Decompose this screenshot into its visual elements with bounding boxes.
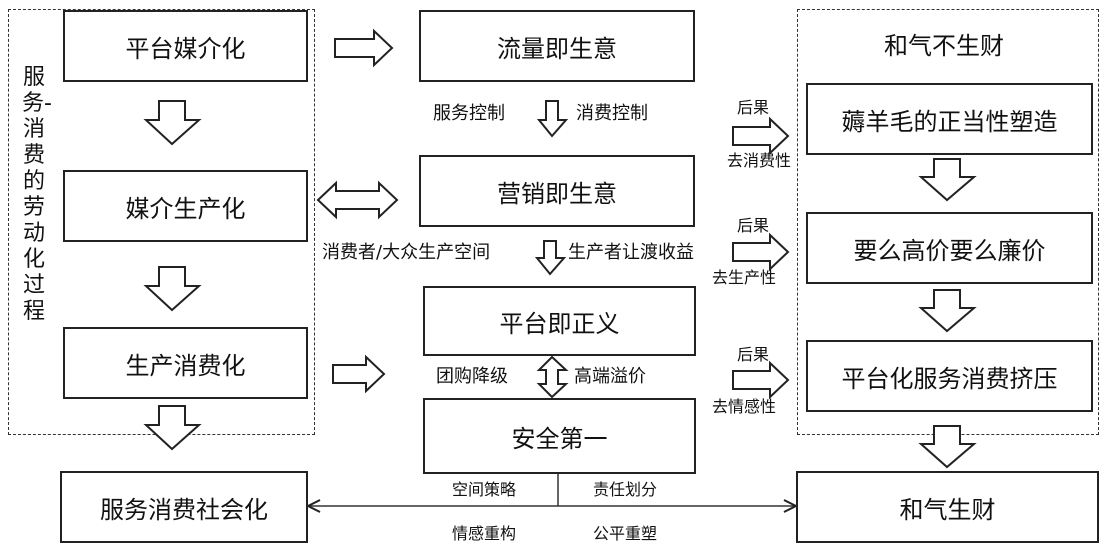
arrow-consequence-2 [732,232,790,272]
label-fair-reshape: 公平重塑 [593,524,658,543]
arrow-down-left-3 [143,405,202,451]
label-producer-benefit: 生产者让渡收益 [568,242,694,263]
consequence-1-top: 后果 [737,98,770,117]
label-group-buy: 团购降级 [436,366,508,387]
arrow-down-right-2 [918,289,977,333]
label-service-control: 服务控制 [433,103,505,124]
arrow-down-left-1 [143,100,202,146]
right-group-header: 和气不生财 [884,32,1004,60]
bottom-double-arrow-line [307,474,797,513]
label-space-strategy: 空间策略 [452,480,517,499]
box-platform-justice: 平台即正义 [423,286,696,356]
arrow-updown-mid-3 [536,355,569,399]
arrow-down-mid-1 [536,100,569,138]
box-media-productization: 媒介生产化 [63,170,308,242]
arrow-down-mid-2 [534,240,567,276]
box-high-or-low-price: 要么高价要么廉价 [806,212,1093,284]
box-safety-first: 安全第一 [423,398,696,474]
arrow-right-3 [332,354,386,394]
box-service-socialization: 服务消费社会化 [60,471,308,543]
box-traffic-business: 流量即生意 [419,10,695,82]
label-responsibility: 责任划分 [593,480,658,499]
arrow-right-1 [334,28,394,68]
label-consume-control: 消费控制 [576,103,648,124]
label-emotion-rebuild: 情感重构 [452,524,517,543]
arrow-down-left-2 [143,266,202,312]
label-premium: 高端溢价 [574,366,646,387]
consequence-3-bottom: 去情感性 [712,397,777,416]
arrow-down-right-1 [918,158,977,202]
box-marketing-business: 营销即生意 [419,155,695,227]
consequence-3-top: 后果 [737,345,770,364]
arrow-down-right-3 [918,425,977,469]
arrow-double-2 [316,180,399,220]
box-service-squeeze: 平台化服务消费挤压 [806,340,1093,412]
consequence-1-bottom: 去消费性 [727,151,792,170]
consequence-2-bottom: 去生产性 [712,268,777,287]
box-production-consumption: 生产消费化 [63,327,308,399]
left-vertical-title: 服务-消费的劳动化过程 [22,65,52,324]
consequence-2-top: 后果 [737,216,770,235]
arrow-consequence-3 [732,360,790,400]
label-consumer-space: 消费者/大众生产空间 [322,242,491,263]
box-harmony-wealth: 和气生财 [796,471,1099,543]
box-platform-mediatization: 平台媒介化 [63,10,308,82]
arrow-consequence-1 [732,116,790,156]
box-wool-legitimacy: 薅羊毛的正当性塑造 [806,83,1093,155]
